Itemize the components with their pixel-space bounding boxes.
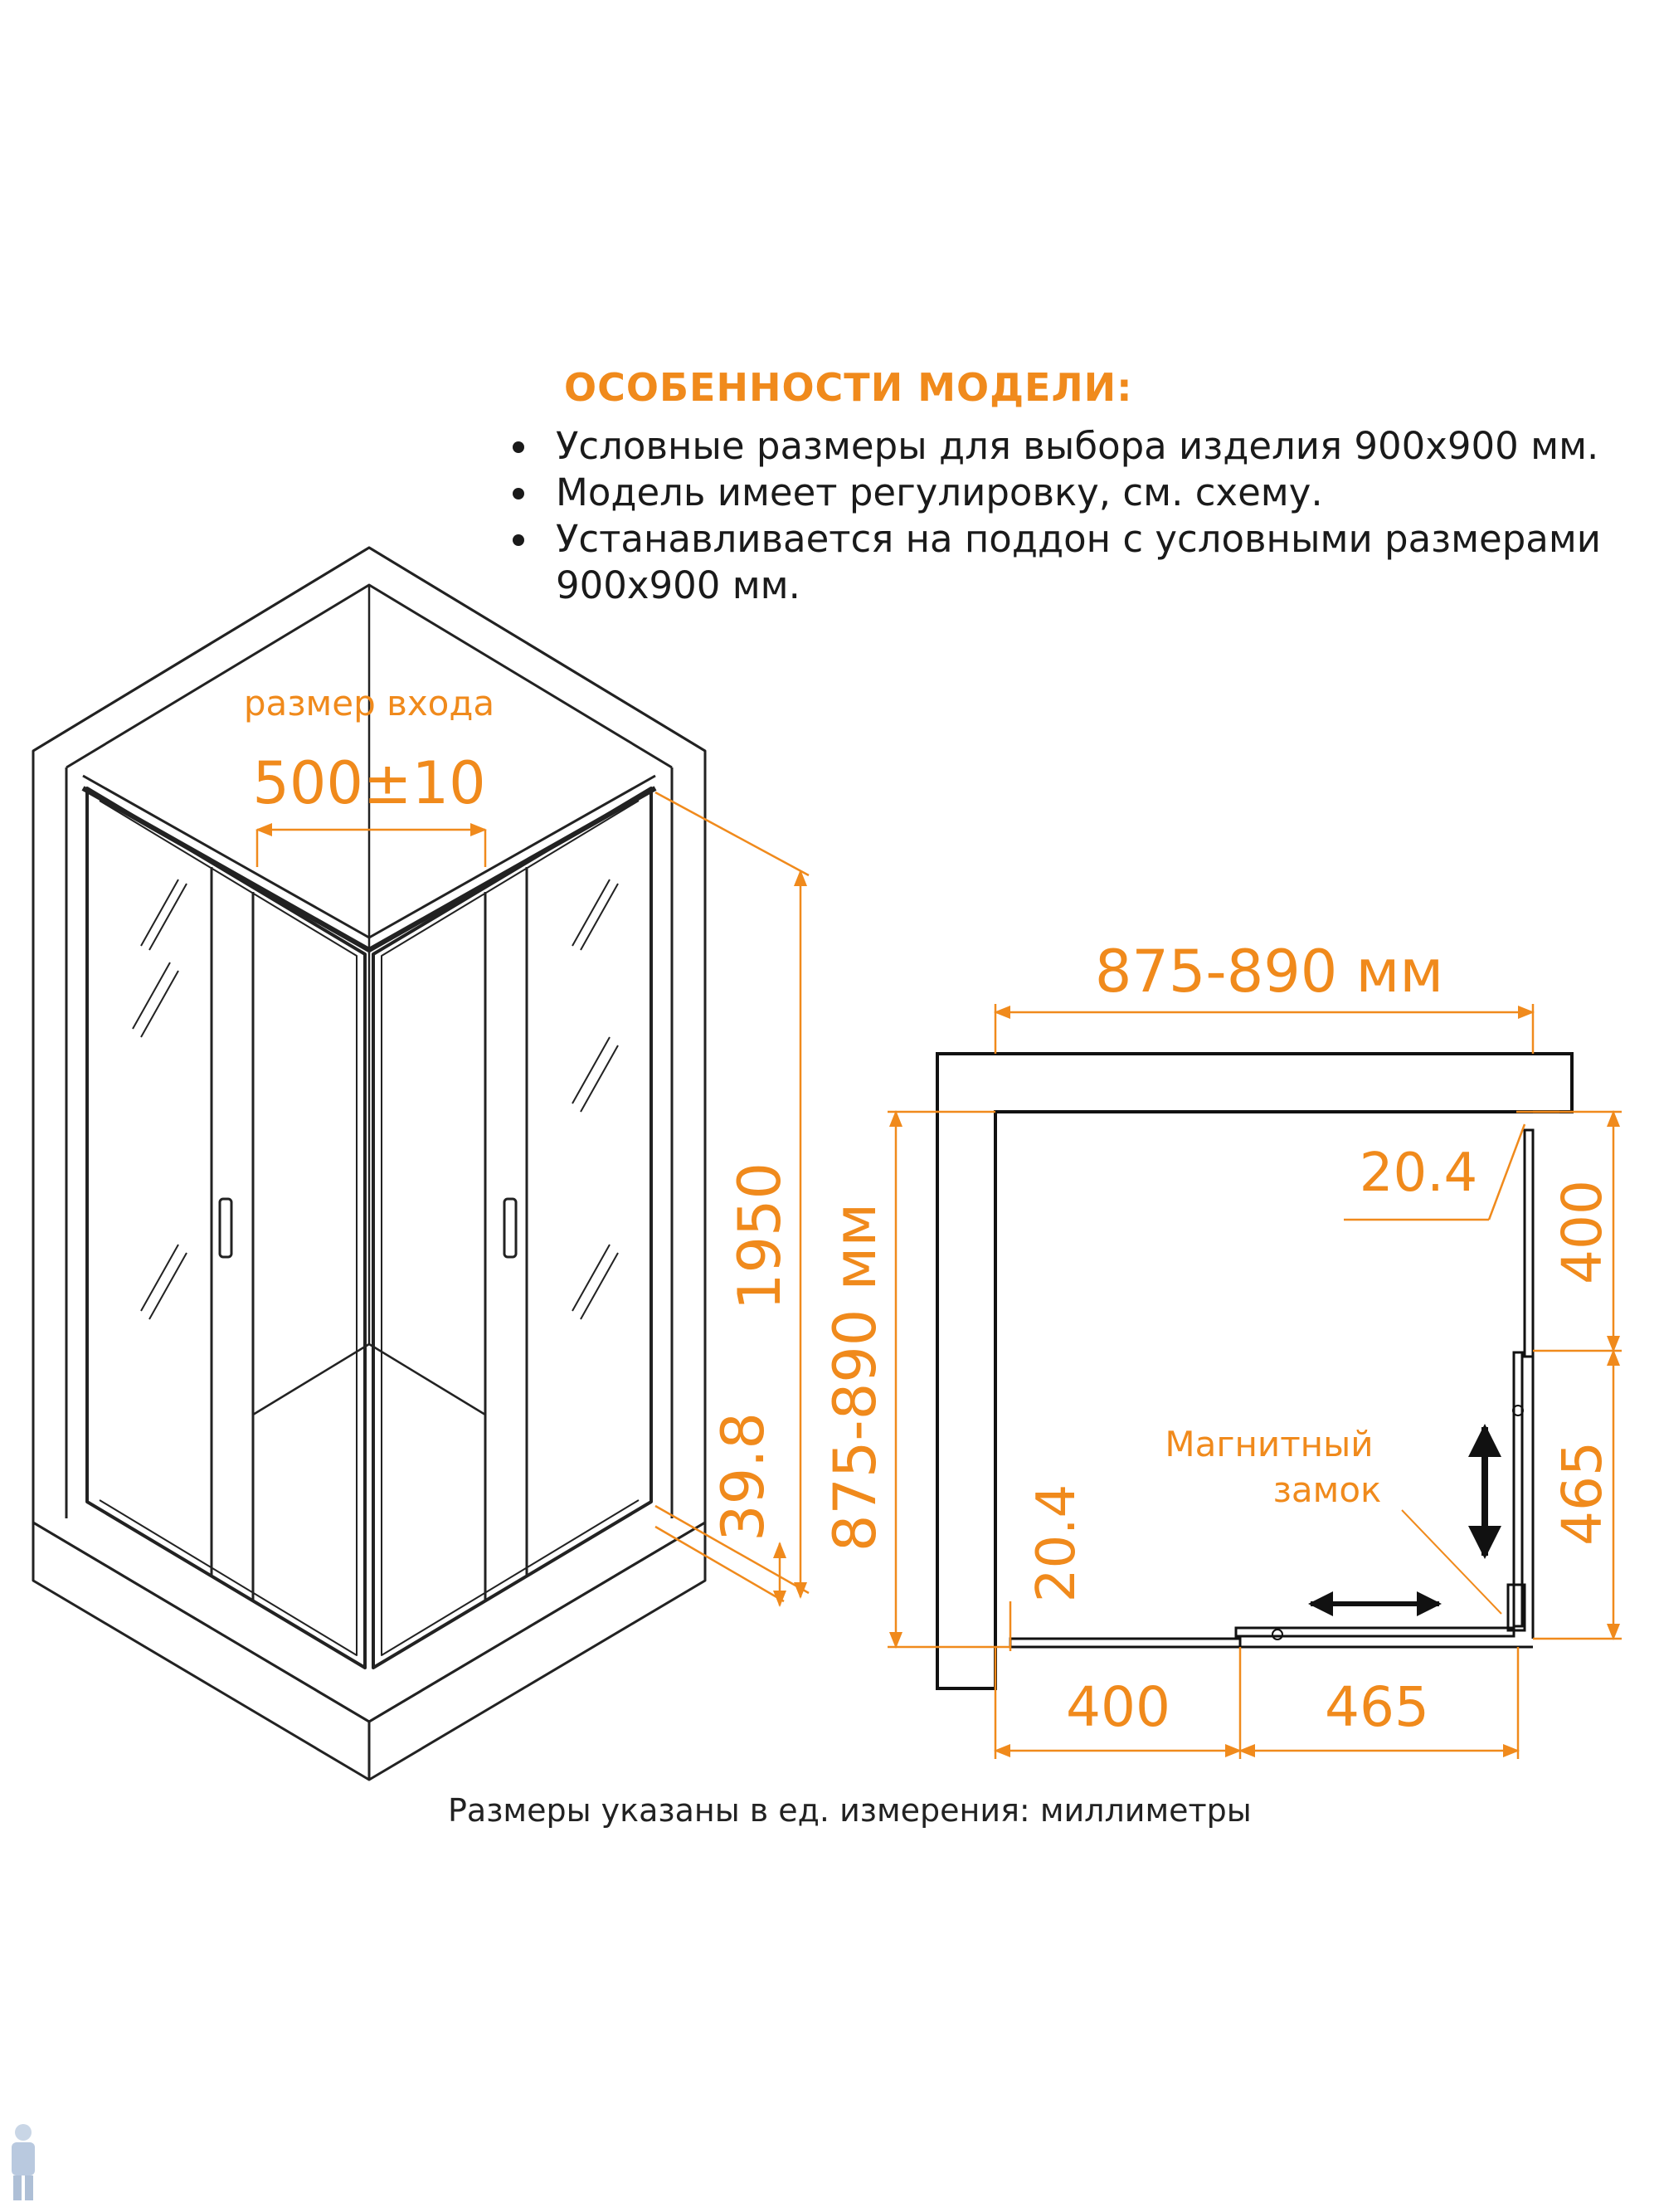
magnetic-lock [1506, 1583, 1526, 1632]
height-value: 1950 [726, 1162, 794, 1310]
top-width-value: 875-890 мм [1095, 938, 1443, 1006]
gap-left-value: 20.4 [1026, 1484, 1087, 1603]
bottom-slide-value: 465 [1325, 1675, 1429, 1739]
inner-floor-edge [252, 1342, 486, 1416]
units-note: Размеры указаны в ед. измерения: миллиме… [448, 1792, 1252, 1829]
lock-leader [1401, 1509, 1502, 1615]
feature-item: Устанавливается на поддон с условными ра… [498, 516, 1642, 609]
left-handle [218, 1197, 233, 1259]
top-rail [81, 786, 657, 953]
bottom-roller [1272, 1629, 1283, 1640]
tray-ext [654, 1525, 785, 1603]
right-handle [503, 1197, 518, 1259]
plumber-logo-icon [12, 2124, 35, 2200]
features-list: Условные размеры для выбора изделия 900х… [498, 423, 1642, 609]
features-title: ОСОБЕННОСТИ МОДЕЛИ: [564, 365, 1133, 410]
glass-reflections [132, 879, 619, 1320]
perspective-dimensions [255, 791, 810, 1607]
gap-top-leader [1487, 1123, 1526, 1220]
right-glass-frame [372, 787, 653, 1669]
right-fixed-value: 400 [1550, 1180, 1614, 1284]
plan-dimensions [888, 1004, 1622, 1759]
feature-item: Условные размеры для выбора изделия 900х… [498, 423, 1642, 470]
feature-item: Модель имеет регулировку, см. схему. [498, 470, 1642, 516]
bottom-fixed-value: 400 [1066, 1675, 1170, 1739]
tray-value: 39.8 [709, 1412, 777, 1542]
entrance-label: размер входа [244, 683, 494, 724]
tray-top [32, 1521, 706, 1723]
side-depth-value: 875-890 мм [821, 1203, 889, 1552]
lock-label-line1: Магнитный [1165, 1424, 1373, 1464]
perspective-view [32, 546, 707, 1781]
left-glass-inner [99, 800, 358, 1656]
lock-label-line2: замок [1273, 1469, 1382, 1510]
right-roller [1512, 1405, 1524, 1416]
walls-top-edge [32, 546, 706, 753]
right-glass-inner [381, 800, 640, 1656]
top-rail-upper [82, 774, 656, 939]
right-slide-value: 465 [1550, 1441, 1614, 1546]
right-sliding-panel [1512, 1351, 1524, 1628]
left-glass-frame [85, 787, 367, 1669]
entrance-value: 500±10 [252, 749, 485, 817]
height-ext-top [654, 791, 810, 877]
gap-top-value: 20.4 [1360, 1143, 1478, 1204]
features-block: ОСОБЕННОСТИ МОДЕЛИ: Условные размеры для… [498, 365, 1642, 609]
bottom-sliding-panel [1234, 1626, 1515, 1638]
